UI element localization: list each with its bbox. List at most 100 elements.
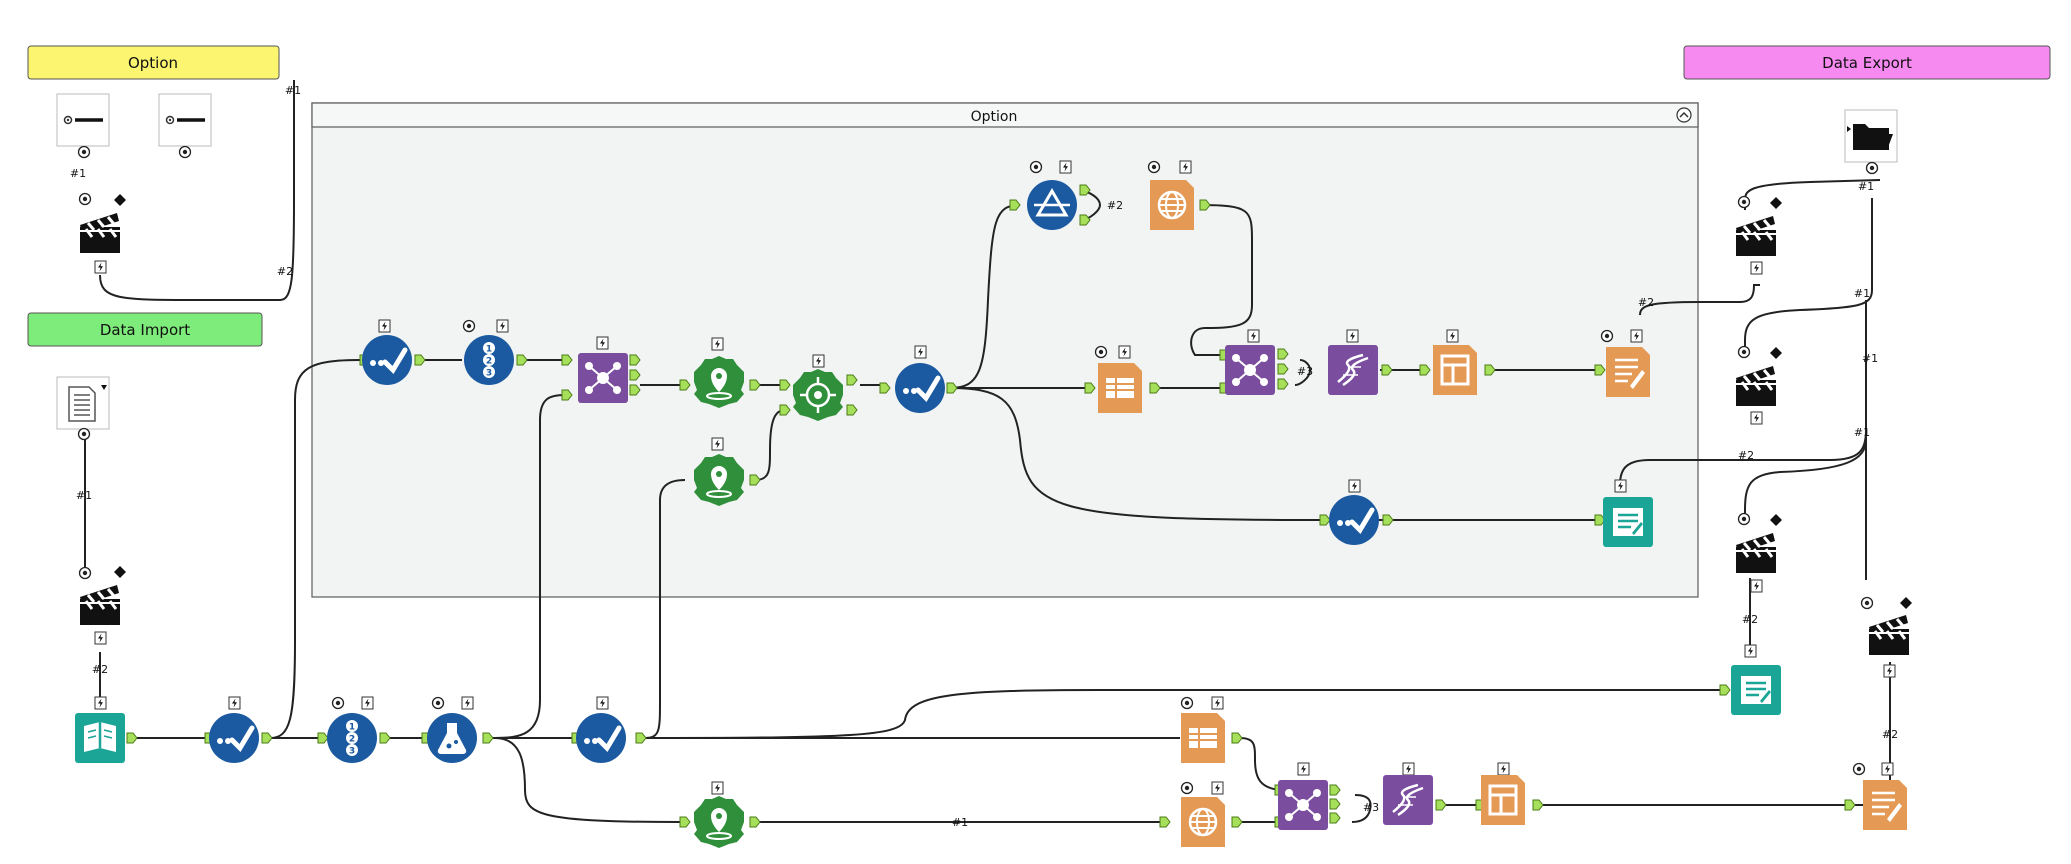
- bolt-icon: [812, 354, 825, 368]
- bolt-icon: [94, 696, 107, 710]
- conn-label: #1: [1854, 426, 1870, 439]
- select-tool-1[interactable]: [204, 696, 273, 763]
- radio-button-icon: [157, 92, 213, 148]
- folder-browse-tool[interactable]: [1844, 109, 1898, 175]
- browse-table-icon: [1097, 362, 1143, 414]
- select-icon: [1329, 495, 1379, 545]
- action-tool-4[interactable]: [1734, 345, 1782, 425]
- container-title: Option: [971, 109, 1018, 125]
- comment-data-import[interactable]: Data Import: [27, 312, 263, 347]
- question-anchor-icon: [1852, 762, 1866, 776]
- record-id-tool-1[interactable]: [317, 696, 391, 763]
- bolt-icon: [94, 260, 107, 274]
- input-anchor-icon: [1159, 816, 1171, 828]
- bolt-icon: [1630, 329, 1643, 343]
- input-anchor-icon: [679, 816, 691, 828]
- formula-tool[interactable]: [421, 696, 494, 763]
- radio-button-tool-1[interactable]: [55, 92, 111, 159]
- formula-icon: [427, 713, 477, 763]
- select-icon: [895, 363, 945, 413]
- bolt-icon: [596, 696, 609, 710]
- output-data-tool-2[interactable]: [1719, 644, 1783, 717]
- join-icon: [577, 352, 629, 404]
- bolt-icon: [1346, 329, 1359, 343]
- select-icon: [362, 335, 412, 385]
- action-tool-5[interactable]: [1734, 512, 1782, 593]
- question-anchor-icon: [431, 696, 445, 710]
- action-tool-3[interactable]: [1734, 195, 1782, 275]
- radio-button-tool-2[interactable]: [157, 92, 213, 159]
- bolt-icon: [1348, 479, 1361, 493]
- bolt-icon: [596, 336, 609, 350]
- conn-label: #2: [1742, 613, 1758, 626]
- bolt-icon: [1614, 479, 1627, 493]
- output-anchor-icon: [482, 732, 494, 744]
- question-anchor-icon: [77, 427, 91, 441]
- web-tool-2[interactable]: [1159, 781, 1243, 849]
- output-anchor-icon: [379, 732, 391, 744]
- bolt-icon: [1744, 644, 1757, 658]
- conn-label: #1: [952, 816, 968, 829]
- bolt-icon: [1881, 762, 1894, 776]
- question-anchor-icon: [1147, 160, 1161, 174]
- bolt-icon: [914, 345, 927, 359]
- conn-label: #2: [92, 663, 108, 676]
- render-icon: [1381, 773, 1435, 827]
- action-diamond-icon: [1770, 197, 1782, 209]
- conn-label: #1: [285, 84, 301, 97]
- bolt-icon: [1297, 762, 1310, 776]
- action-tool-1[interactable]: [78, 192, 127, 274]
- output-anchor-icon: [126, 732, 138, 744]
- action-diamond-icon: [1770, 514, 1782, 526]
- bolt-icon: [461, 696, 474, 710]
- create-points-tool-3[interactable]: [679, 781, 761, 849]
- record-id-icon: [464, 335, 514, 385]
- connection-labels: #1 #2 #1 #1 #2 #2 #3 #1 #2 #1 #1 #2 #1 #…: [70, 84, 1898, 829]
- report-text-tool-2[interactable]: [1844, 762, 1909, 832]
- conn-label: #1: [1862, 352, 1878, 365]
- list-box-icon: [56, 376, 110, 430]
- render-tool-2[interactable]: [1381, 762, 1447, 827]
- comment-option[interactable]: Option: [27, 45, 280, 80]
- output-anchor-icon: [1532, 799, 1544, 811]
- question-anchor-icon: [1029, 160, 1043, 174]
- bolt-icon: [1883, 664, 1896, 678]
- radio-button-icon: [55, 92, 111, 148]
- folder-browse-icon: [1844, 109, 1898, 163]
- input-data-tool[interactable]: [73, 696, 138, 765]
- comment-data-export-label: Data Export: [1822, 54, 1912, 72]
- browse-table-tool-2[interactable]: [1180, 696, 1243, 764]
- action-icon: [1867, 613, 1911, 657]
- join-tool-2[interactable]: [1274, 762, 1341, 831]
- join-icon: [1277, 779, 1329, 831]
- action-icon: [1734, 214, 1778, 258]
- comment-option-label: Option: [128, 54, 178, 72]
- input-data-icon: [73, 711, 127, 765]
- question-anchor-icon: [78, 192, 92, 206]
- question-anchor-icon: [1094, 345, 1108, 359]
- action-tool-2[interactable]: [78, 566, 127, 645]
- output-anchor-icon: [749, 816, 761, 828]
- bolt-icon: [1211, 781, 1224, 795]
- action-tool-6[interactable]: [1860, 596, 1913, 678]
- question-anchor-icon: [1737, 512, 1751, 526]
- select-tool-2[interactable]: [571, 696, 647, 763]
- bolt-icon: [1750, 261, 1763, 275]
- action-diamond-icon: [1770, 347, 1782, 359]
- question-anchor-icon: [1860, 596, 1874, 610]
- conn-label: #2: [1882, 728, 1898, 741]
- comment-data-export[interactable]: Data Export: [1683, 45, 2051, 80]
- question-anchor-icon: [1737, 345, 1751, 359]
- conn-label: #1: [76, 489, 92, 502]
- report-layout-tool-2[interactable]: [1475, 762, 1544, 827]
- tool-container[interactable]: Option: [311, 102, 1699, 598]
- collapse-icon[interactable]: [1676, 107, 1692, 123]
- input-anchor-icon: [1844, 799, 1856, 811]
- question-anchor-icon: [78, 566, 92, 580]
- question-anchor-icon: [77, 145, 91, 159]
- report-text-icon: [1861, 778, 1909, 832]
- list-box-tool[interactable]: [56, 376, 110, 441]
- action-diamond-icon: [114, 194, 126, 206]
- output-data-icon: [1729, 663, 1783, 717]
